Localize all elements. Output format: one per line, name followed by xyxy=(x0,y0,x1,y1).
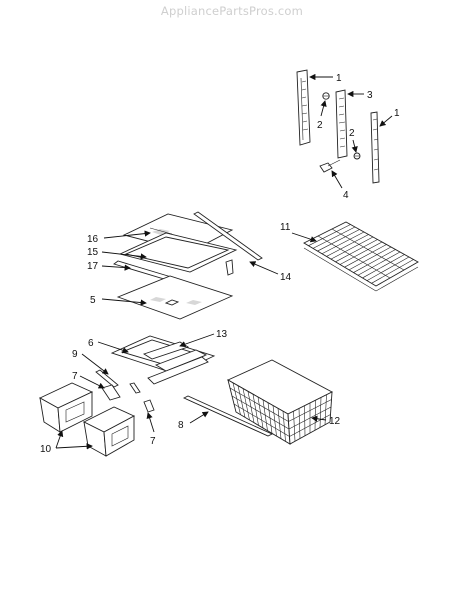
leader-lines xyxy=(55,73,393,450)
wire-freezer-basket xyxy=(227,359,333,445)
callout-10: 10 xyxy=(40,444,52,455)
callout-1-top: 1 xyxy=(336,73,342,84)
callout-3: 3 xyxy=(367,90,373,101)
rail-mounting-bolt xyxy=(319,159,341,173)
callout-2-left: 2 xyxy=(317,120,323,131)
wire-shelf xyxy=(303,221,419,292)
callout-12: 12 xyxy=(329,416,341,427)
shelf-ladder-rail-middle xyxy=(335,89,348,159)
callout-9: 9 xyxy=(72,349,78,360)
center-support-rod xyxy=(182,395,274,437)
callout-17: 17 xyxy=(87,261,99,272)
callout-1-right: 1 xyxy=(394,108,400,119)
callout-15: 15 xyxy=(87,247,99,258)
watermark: AppliancePartsPros.com xyxy=(160,4,304,18)
shelf-ladder-rail-left xyxy=(296,69,311,146)
callout-8: 8 xyxy=(178,420,184,431)
callout-7-right: 7 xyxy=(150,436,156,447)
rail-screw-lower xyxy=(353,152,361,160)
crisper-side-rail xyxy=(95,369,141,394)
callout-numbers: 1 2 3 1 2 4 16 15 17 14 5 11 6 13 9 7 7 … xyxy=(40,73,400,455)
callout-5: 5 xyxy=(90,295,96,306)
humidity-control-slide xyxy=(142,341,209,385)
callout-14: 14 xyxy=(280,272,292,283)
callout-16: 16 xyxy=(87,234,99,245)
crisper-drawer-left xyxy=(39,382,94,433)
callout-2-right: 2 xyxy=(349,128,355,139)
callout-11: 11 xyxy=(280,222,291,233)
rail-screw-upper xyxy=(322,92,330,100)
callout-4: 4 xyxy=(343,190,349,201)
drawer-slide-left xyxy=(101,384,121,401)
shelf-rear-trim xyxy=(193,211,263,261)
spill-proof-glass-shelf xyxy=(116,275,234,320)
crisper-drawer-right xyxy=(82,406,136,457)
drawer-slide-right xyxy=(143,399,155,413)
callout-6: 6 xyxy=(88,338,94,349)
shelf-ladder-rail-right xyxy=(370,111,380,184)
callout-7-left: 7 xyxy=(72,371,78,382)
shelf-frame xyxy=(118,232,238,273)
callout-13: 13 xyxy=(216,329,228,340)
